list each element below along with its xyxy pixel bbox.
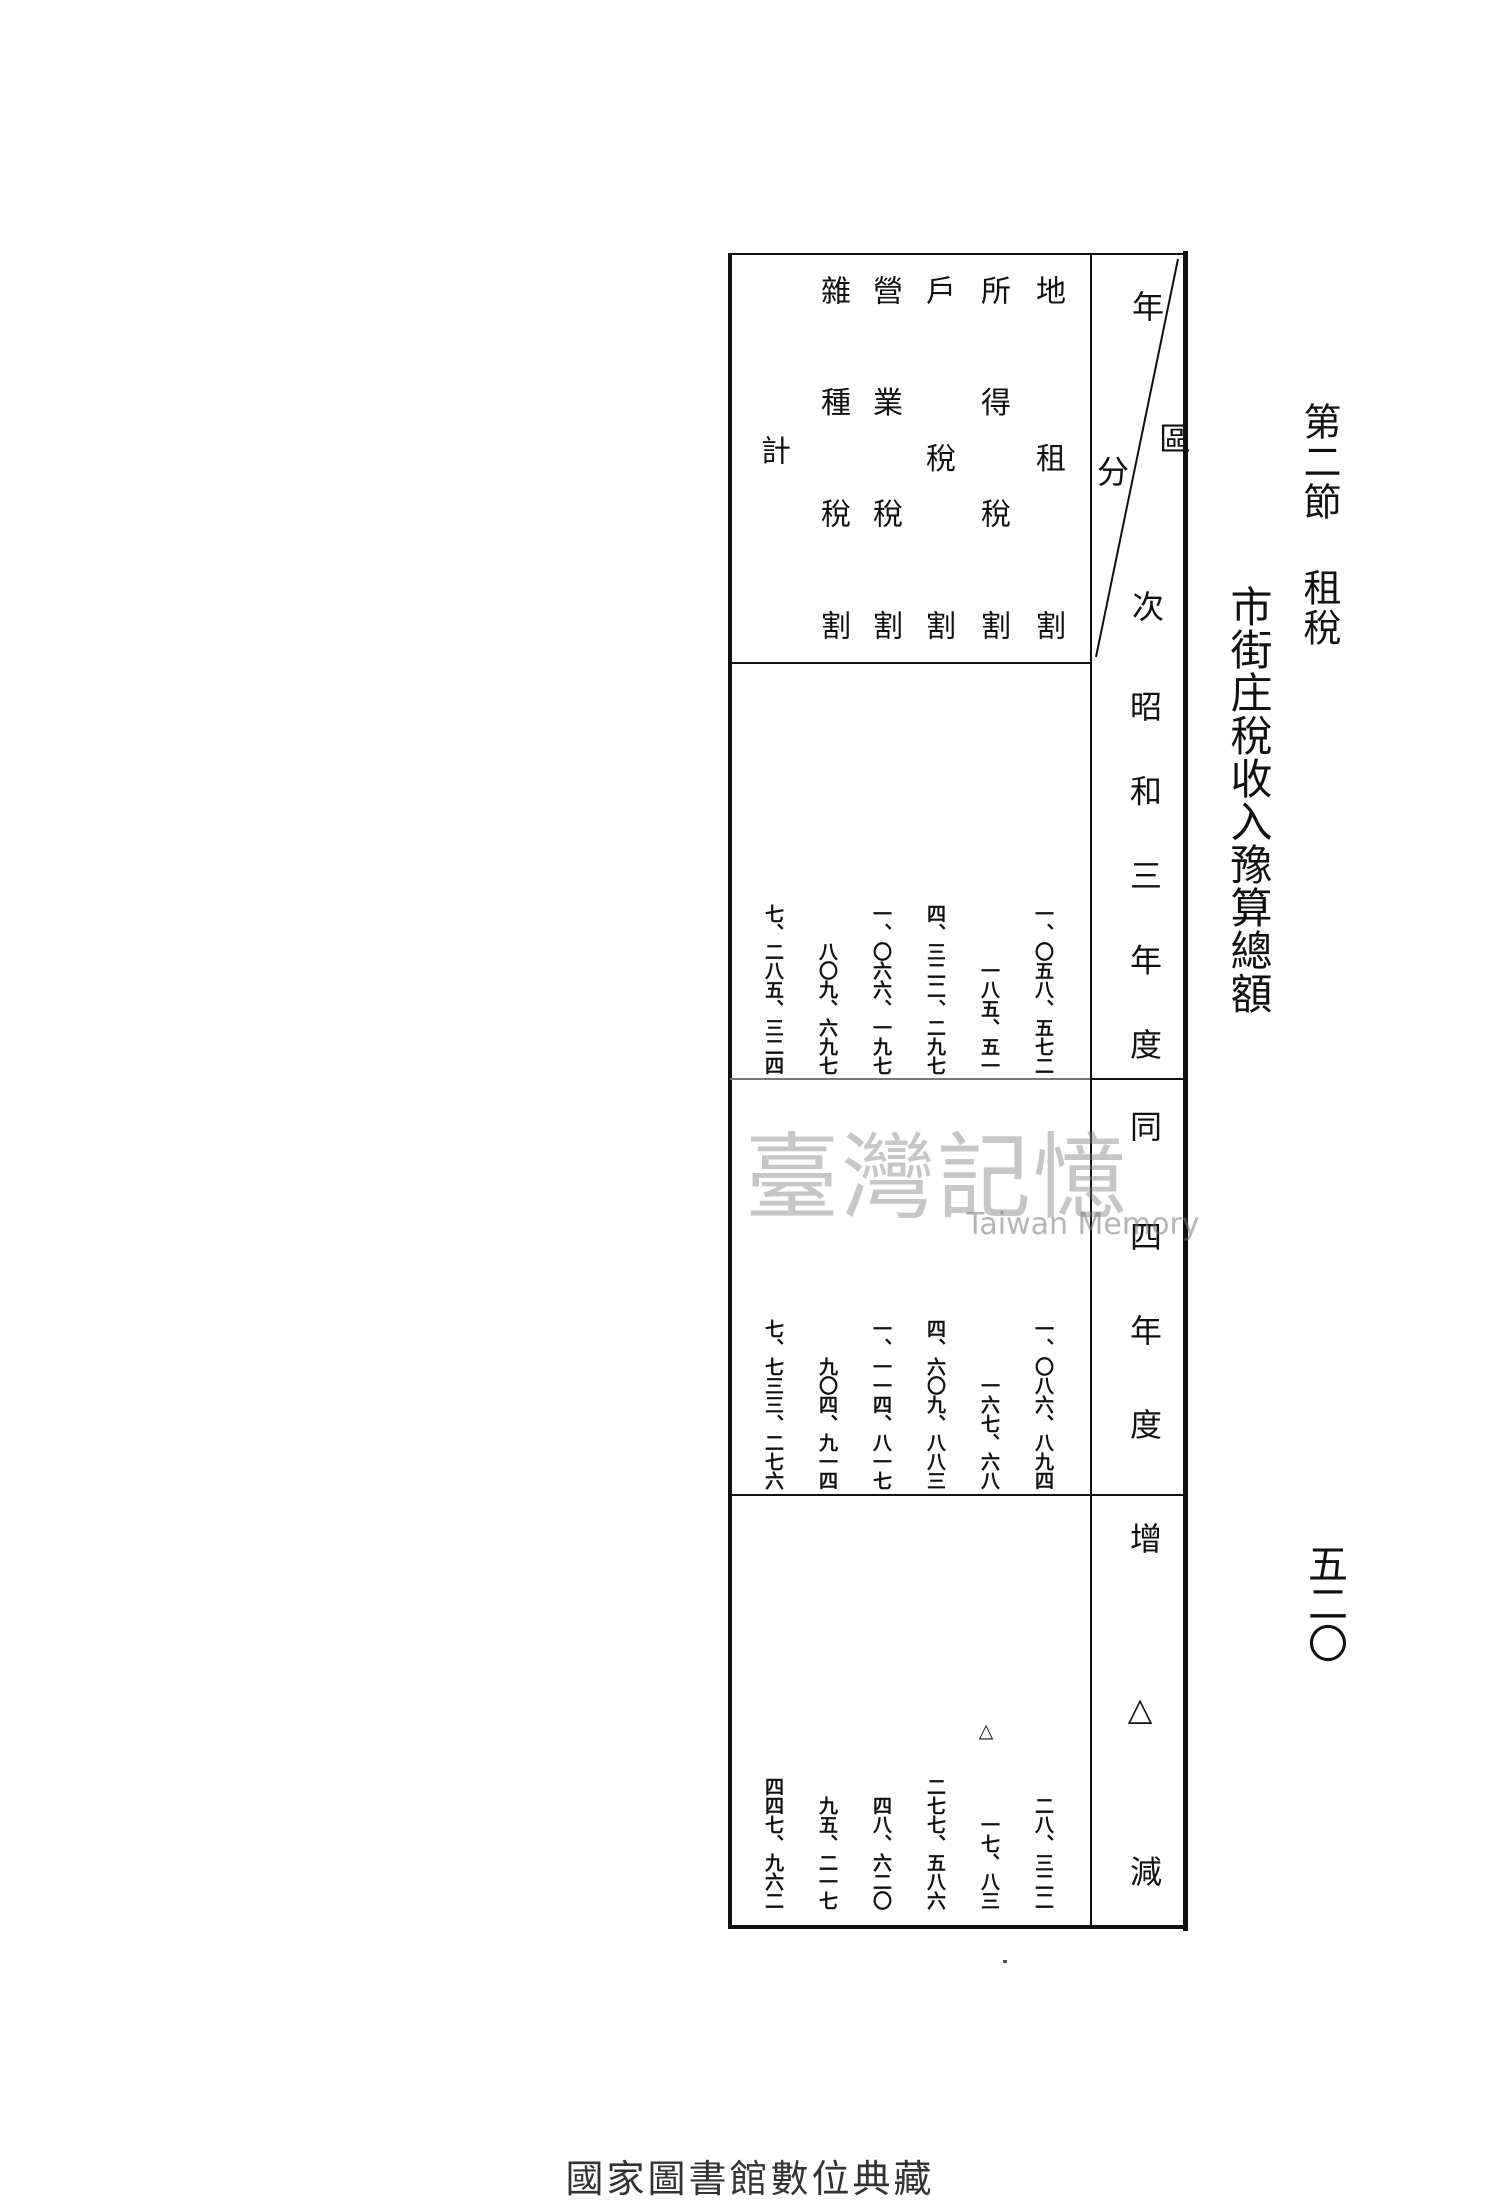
decrease-marker: △ [975, 1720, 997, 1742]
period-header-ditto: 同 [1125, 1110, 1163, 1142]
watermark-title: 臺灣記憶 [745, 1124, 1130, 1233]
value-misc-tax-change: 九五、二一七 [816, 1796, 838, 1910]
table-right-rule [1183, 251, 1188, 1931]
page-number: 五二〇 [1301, 1543, 1347, 1663]
row-label-misc-tax: 雜種稅割 [815, 275, 850, 640]
corner-label-top: 年 [1127, 290, 1165, 322]
value-misc-tax-1929: 九〇四、九一四 [816, 1357, 838, 1490]
value-land-tax-1928: 一、〇五八、五七二 [1032, 904, 1054, 1075]
value-household-tax-1928: 四、三二二、二九七 [924, 904, 946, 1075]
value-business-tax-1928: 一、〇六六、一九七 [870, 904, 892, 1075]
corner-diagonal-line [1095, 258, 1179, 658]
row-label-business-tax: 營業稅割 [867, 275, 902, 640]
value-total-change: 四四七、九六二 [762, 1777, 784, 1910]
value-total-1928: 七、二八五、三二四 [762, 904, 784, 1075]
value-household-tax-1929: 四、六〇九、八八三 [924, 1319, 946, 1490]
table-title: 市街庄稅收入豫算總額 [1224, 585, 1273, 1015]
watermark-subtitle: Taiwan Memory [966, 1207, 1200, 1242]
value-business-tax-1929: 一、一一四、八一七 [870, 1319, 892, 1490]
row-label-total: 計 [755, 435, 790, 465]
period-divider [1092, 1494, 1183, 1496]
period-header-increase: 增 [1125, 1522, 1163, 1554]
header-column-rule [1090, 253, 1092, 1929]
period-header-triangle: △ [1121, 1690, 1159, 1728]
period-divider [1092, 1078, 1183, 1080]
corner-label-bottom: 次 [1127, 590, 1165, 622]
row-label-income-tax: 所得稅割 [975, 275, 1010, 640]
corner-label-right: 區 [1154, 422, 1192, 454]
footer-caption: 國家圖書館數位典藏 [565, 2157, 935, 2201]
period-divider [730, 1078, 1090, 1080]
value-total-1929: 七、七三三、二七六 [762, 1319, 784, 1490]
value-land-tax-change: 二八、三二二 [1032, 1796, 1054, 1910]
period-divider [730, 1494, 1090, 1496]
period-header-1929: 四年度 [1125, 1220, 1163, 1440]
value-misc-tax-1928: 八〇九、六九七 [816, 942, 838, 1075]
value-land-tax-1929: 一、〇八六、八九四 [1032, 1319, 1054, 1490]
value-income-tax-1929: 一六七、六八 [978, 1376, 1000, 1490]
value-income-tax-1928: 一八五、五一 [978, 961, 1000, 1075]
value-business-tax-change: 四八、六二〇 [870, 1796, 892, 1910]
print-speck [1003, 1960, 1007, 1963]
period-header-decrease: 減 [1125, 1855, 1163, 1887]
period-header-1928: 昭和三年度 [1125, 690, 1163, 1060]
row-labels-rule [730, 662, 1090, 664]
corner-label-side: 分 [1092, 455, 1130, 487]
row-label-household-tax: 戶稅割 [920, 275, 955, 640]
row-label-land-tax: 地租割 [1030, 275, 1065, 640]
value-household-tax-change: 二七七、五八六 [924, 1777, 946, 1910]
section-heading: 第二節 租稅 [1297, 402, 1341, 648]
value-income-tax-change: 一七、八三 [978, 1815, 1000, 1910]
watermark-logo: 臺灣記憶 Taiwan Memory [745, 1102, 1205, 1242]
